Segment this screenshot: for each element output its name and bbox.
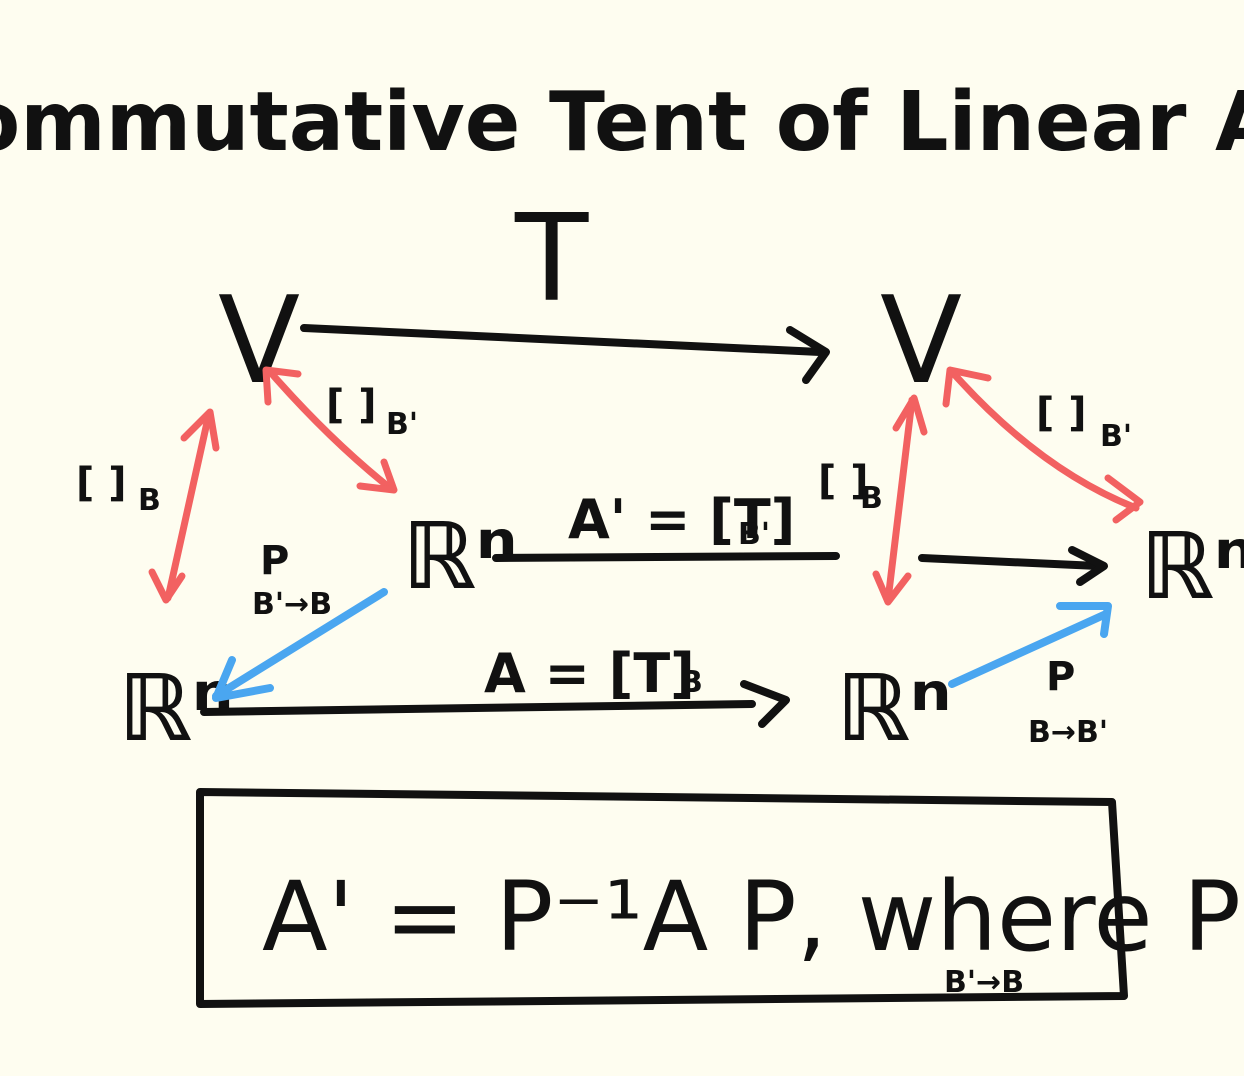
arrow-coord-b-left-head-up: [180, 408, 220, 452]
arrow-coord-b-prime-right-head-down: [1104, 474, 1144, 524]
label-a-sub: B: [680, 665, 703, 700]
arrow-p-b-prime-to-b-head: [212, 656, 274, 702]
arrow-p-b-to-b-prime-head: [1056, 602, 1112, 638]
arrow-p-b-prime-to-b: [212, 588, 388, 700]
arrow-coord-b-prime-left-head-down: [356, 458, 398, 494]
label-coord-b-right: [ ]: [818, 458, 869, 504]
node-rn-top-right: ℝⁿ: [1140, 513, 1244, 620]
label-coord-b-right-sub: B: [860, 481, 883, 516]
label-coord-b-left-sub: B: [138, 483, 161, 518]
formula-main: A' = P⁻¹A P, where P = P: [262, 861, 1244, 973]
label-p-right: P: [1046, 654, 1075, 700]
arrow-coord-b-right-head-down: [872, 570, 912, 606]
label-coord-b-prime-left: [ ]: [326, 382, 377, 428]
arrow-t: [300, 324, 824, 356]
arrow-a-prime-right-segment: [918, 554, 1102, 570]
label-p-left: P: [260, 538, 289, 584]
label-a: A = [T]: [484, 642, 695, 705]
diagram-title: Holy Commutative Tent of Linear Algebra: [0, 75, 1244, 170]
arrow-a-head: [740, 680, 790, 728]
arrow-coord-b-left-head-down: [148, 568, 186, 604]
arrow-coord-b-right-head-up: [892, 394, 928, 436]
formula-box: [196, 788, 1128, 1008]
label-t: T: [514, 190, 589, 329]
arrow-t-head: [786, 326, 830, 384]
arrow-a-prime-head: [1068, 546, 1108, 586]
arrow-a: [200, 700, 756, 716]
label-coord-b-prime-right-sub: B': [1100, 419, 1132, 454]
arrow-coord-b-prime-left-head-up: [262, 366, 302, 406]
arrow-coord-b-prime-right: [950, 370, 1140, 512]
label-coord-b-prime-right: [ ]: [1036, 390, 1087, 436]
label-a-prime: A' = [T]: [568, 488, 795, 551]
arrow-coord-b-prime-right-head-up: [942, 366, 992, 408]
arrow-coord-b-right: [884, 396, 916, 604]
formula-sub: B'→B: [944, 965, 1024, 1000]
label-a-prime-sub: B': [738, 517, 770, 552]
node-rn-bottom-right: ℝⁿ: [836, 655, 952, 762]
label-p-left-sub: B'→B: [252, 587, 332, 622]
label-p-right-sub: B→B': [1028, 715, 1108, 750]
arrow-coord-b-left: [164, 414, 212, 602]
arrow-coord-b-prime-left: [268, 370, 394, 492]
label-coord-b-left: [ ]: [76, 460, 127, 506]
arrow-p-b-to-b-prime: [948, 610, 1110, 688]
label-coord-b-prime-left-sub: B': [386, 407, 418, 442]
arrow-a-prime-left-segment: [492, 552, 840, 562]
